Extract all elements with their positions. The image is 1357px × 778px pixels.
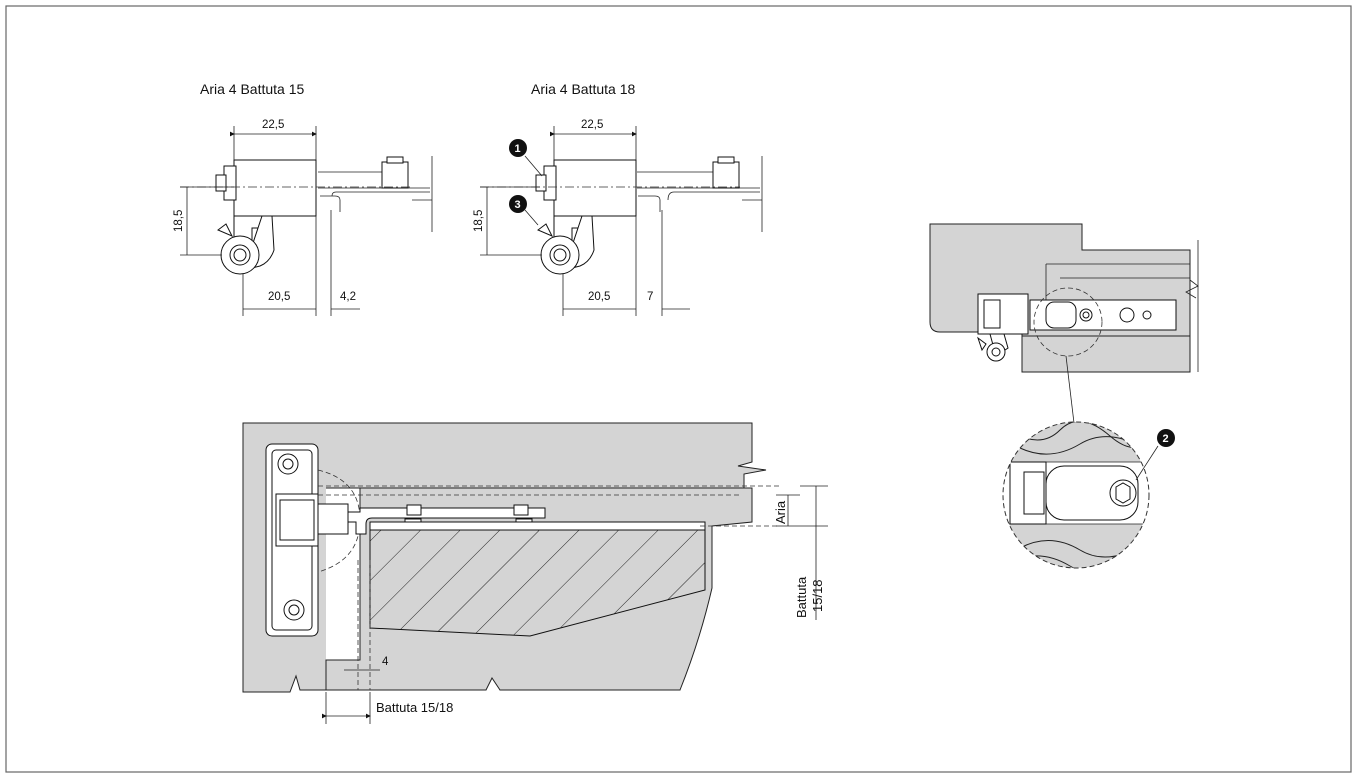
callout-1-badge (509, 139, 527, 157)
section-view: Aria Battuta 15/18 4 Battuta 15/18 (242, 422, 828, 724)
installed-hinge-detail (929, 223, 1199, 424)
label-bottom: Battuta 15/18 (376, 700, 453, 715)
callout-3-badge (509, 195, 527, 213)
drawing-frame (5, 5, 1352, 773)
dim-top: 22,5 (262, 119, 284, 131)
dim-side: 18,5 (173, 210, 185, 232)
callout-2-badge (1157, 429, 1175, 447)
callout-2: 2 (1163, 433, 1169, 445)
callout-3: 3 (515, 199, 521, 211)
dim-bottom: 20,5 (588, 291, 610, 303)
label-battuta-value: 15/18 (810, 579, 825, 612)
label-aria: Aria (773, 500, 788, 524)
callout-1: 1 (515, 143, 521, 155)
dim-small: 4 (382, 656, 389, 668)
zoom-detail: 2 (1002, 421, 1175, 569)
dim-gap: 4,2 (340, 291, 356, 303)
view-title: Aria 4 Battuta 18 (531, 81, 636, 97)
dim-side: 18,5 (473, 210, 485, 232)
hinge-view-battuta-18: Aria 4 Battuta 18 22,5 18,5 20,5 7 (473, 81, 763, 316)
view-title: Aria 4 Battuta 15 (200, 81, 305, 97)
hinge-view-battuta-15: Aria 4 Battuta 15 22,5 18,5 (173, 81, 433, 316)
dim-top: 22,5 (581, 119, 603, 131)
dim-gap: 7 (647, 291, 653, 303)
label-battuta: Battuta (794, 576, 809, 618)
dim-bottom: 20,5 (268, 291, 290, 303)
